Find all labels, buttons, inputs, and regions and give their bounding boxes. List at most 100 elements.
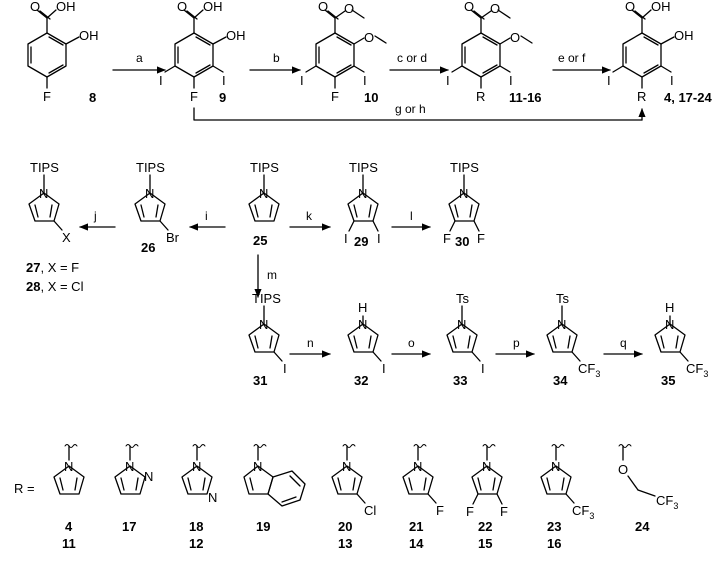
atom-i: I — [283, 361, 287, 376]
compound-32-structure: N H I 32 — [347, 300, 386, 388]
compound-25-structure: N TIPS 25 — [248, 160, 280, 248]
compound-label-23: 23 — [547, 519, 561, 534]
compound-35-structure: N H CF3 35 — [654, 300, 708, 388]
legend-28: 28, X = Cl — [26, 279, 84, 294]
r-group-trifluoroethoxy: O CF3 24 — [618, 444, 678, 534]
atom-o: O — [618, 462, 628, 477]
atom-cf3: CF3 — [656, 493, 678, 511]
compound-label-24: 24 — [635, 519, 650, 534]
atom-n: N — [192, 459, 201, 474]
compound-4-17-24-structure: O OH OH I I R 4, 17-24 — [607, 0, 712, 105]
atom-n: N — [459, 186, 468, 201]
atom-i: I — [481, 361, 485, 376]
compound-label-28: 28 — [26, 279, 40, 294]
r-group-imidazolyl: N N 18 12 — [181, 444, 217, 551]
atom-i: I — [509, 73, 513, 88]
condition-l: l — [410, 209, 413, 223]
condition-m: m — [267, 268, 277, 282]
compound-26-structure: N TIPS Br 26 — [134, 160, 180, 255]
atom-cf3: CF3 — [686, 361, 708, 379]
condition-o: o — [408, 336, 415, 350]
compound-label-11: 11 — [62, 536, 76, 551]
atom-f: F — [43, 89, 51, 104]
arrow-g-or-h-path — [193, 107, 643, 121]
compound-label-17: 17 — [122, 519, 136, 534]
atom-r: R — [637, 89, 646, 104]
legend-27-text: , X = F — [40, 260, 79, 275]
atom-n: N — [259, 186, 268, 201]
compound-label-16: 16 — [547, 536, 561, 551]
condition-n: n — [307, 336, 314, 350]
atom-ts: Ts — [556, 291, 570, 306]
atom-n: N — [342, 459, 351, 474]
compound-label-19: 19 — [256, 519, 270, 534]
atom-i: I — [607, 73, 611, 88]
compound-label-25: 25 — [253, 233, 267, 248]
condition-c-or-d: c or d — [397, 51, 427, 65]
compound-label-14: 14 — [409, 536, 424, 551]
atom-oh: OH — [651, 0, 671, 14]
atom-f: F — [500, 504, 508, 519]
atom-f: F — [477, 231, 485, 246]
compound-label-4-17-24: 4, 17-24 — [664, 90, 712, 105]
atom-f: F — [190, 89, 198, 104]
compound-label-12: 12 — [189, 536, 203, 551]
atom-n: N — [64, 459, 73, 474]
compound-label-8: 8 — [89, 90, 96, 105]
atom-n: N — [358, 186, 367, 201]
compound-label-31: 31 — [253, 373, 267, 388]
atom-o: O — [344, 1, 354, 16]
compound-label-22: 22 — [478, 519, 492, 534]
atom-n: N — [144, 469, 153, 484]
atom-n: N — [145, 186, 154, 201]
compound-label-21: 21 — [409, 519, 423, 534]
condition-i: i — [205, 209, 208, 223]
condition-a: a — [136, 51, 143, 65]
compound-label-33: 33 — [453, 373, 467, 388]
atom-i: I — [382, 361, 386, 376]
atom-i: I — [159, 73, 163, 88]
atom-cf3: CF3 — [578, 361, 600, 379]
atom-oh: OH — [226, 28, 246, 43]
atom-n: N — [253, 459, 262, 474]
atom-i: I — [377, 231, 381, 246]
atom-tips: TIPS — [30, 160, 59, 175]
atom-n: N — [358, 317, 367, 332]
r-group-chloropyrrolyl: N Cl 20 13 — [331, 444, 376, 551]
r-equals-label: R = — [14, 481, 35, 496]
compound-34-structure: N Ts CF3 34 — [546, 291, 600, 388]
atom-tips: TIPS — [136, 160, 165, 175]
compound-8-structure: O OH OH F 8 — [27, 0, 99, 105]
atom-tips: TIPS — [349, 160, 378, 175]
atom-i: I — [222, 73, 226, 88]
condition-g-or-h: g or h — [395, 102, 426, 116]
r-group-difluoropyrrolyl: N F F 22 15 — [466, 444, 508, 551]
atom-oh: OH — [56, 0, 76, 14]
compound-9-structure: O OH OH I I F 9 — [159, 0, 246, 105]
atom-n: N — [557, 317, 566, 332]
compound-33-structure: N Ts I 33 — [446, 291, 485, 388]
atom-cl: Cl — [364, 503, 376, 518]
compound-label-18: 18 — [189, 519, 203, 534]
atom-i: I — [446, 73, 450, 88]
compound-label-30: 30 — [455, 234, 469, 249]
atom-cf3: CF3 — [572, 503, 594, 521]
r-group-trifluoromethylpyrrolyl: N CF3 23 16 — [540, 444, 594, 551]
atom-oh: OH — [674, 28, 694, 43]
atom-n: N — [39, 186, 48, 201]
r-group-pyrrolyl: N 4 11 — [53, 444, 85, 551]
atom-n: N — [665, 317, 674, 332]
condition-b: b — [273, 51, 280, 65]
compound-30-structure: N TIPS F F 30 — [443, 160, 485, 249]
atom-tips: TIPS — [250, 160, 279, 175]
atom-n: N — [259, 317, 268, 332]
atom-n: N — [551, 459, 560, 474]
atom-f: F — [443, 231, 451, 246]
compound-label-20: 20 — [338, 519, 352, 534]
legend-27: 27, X = F — [26, 260, 79, 275]
atom-o: O — [177, 0, 187, 14]
atom-h: H — [665, 300, 674, 315]
atom-br: Br — [166, 230, 180, 245]
compound-label-15: 15 — [478, 536, 492, 551]
